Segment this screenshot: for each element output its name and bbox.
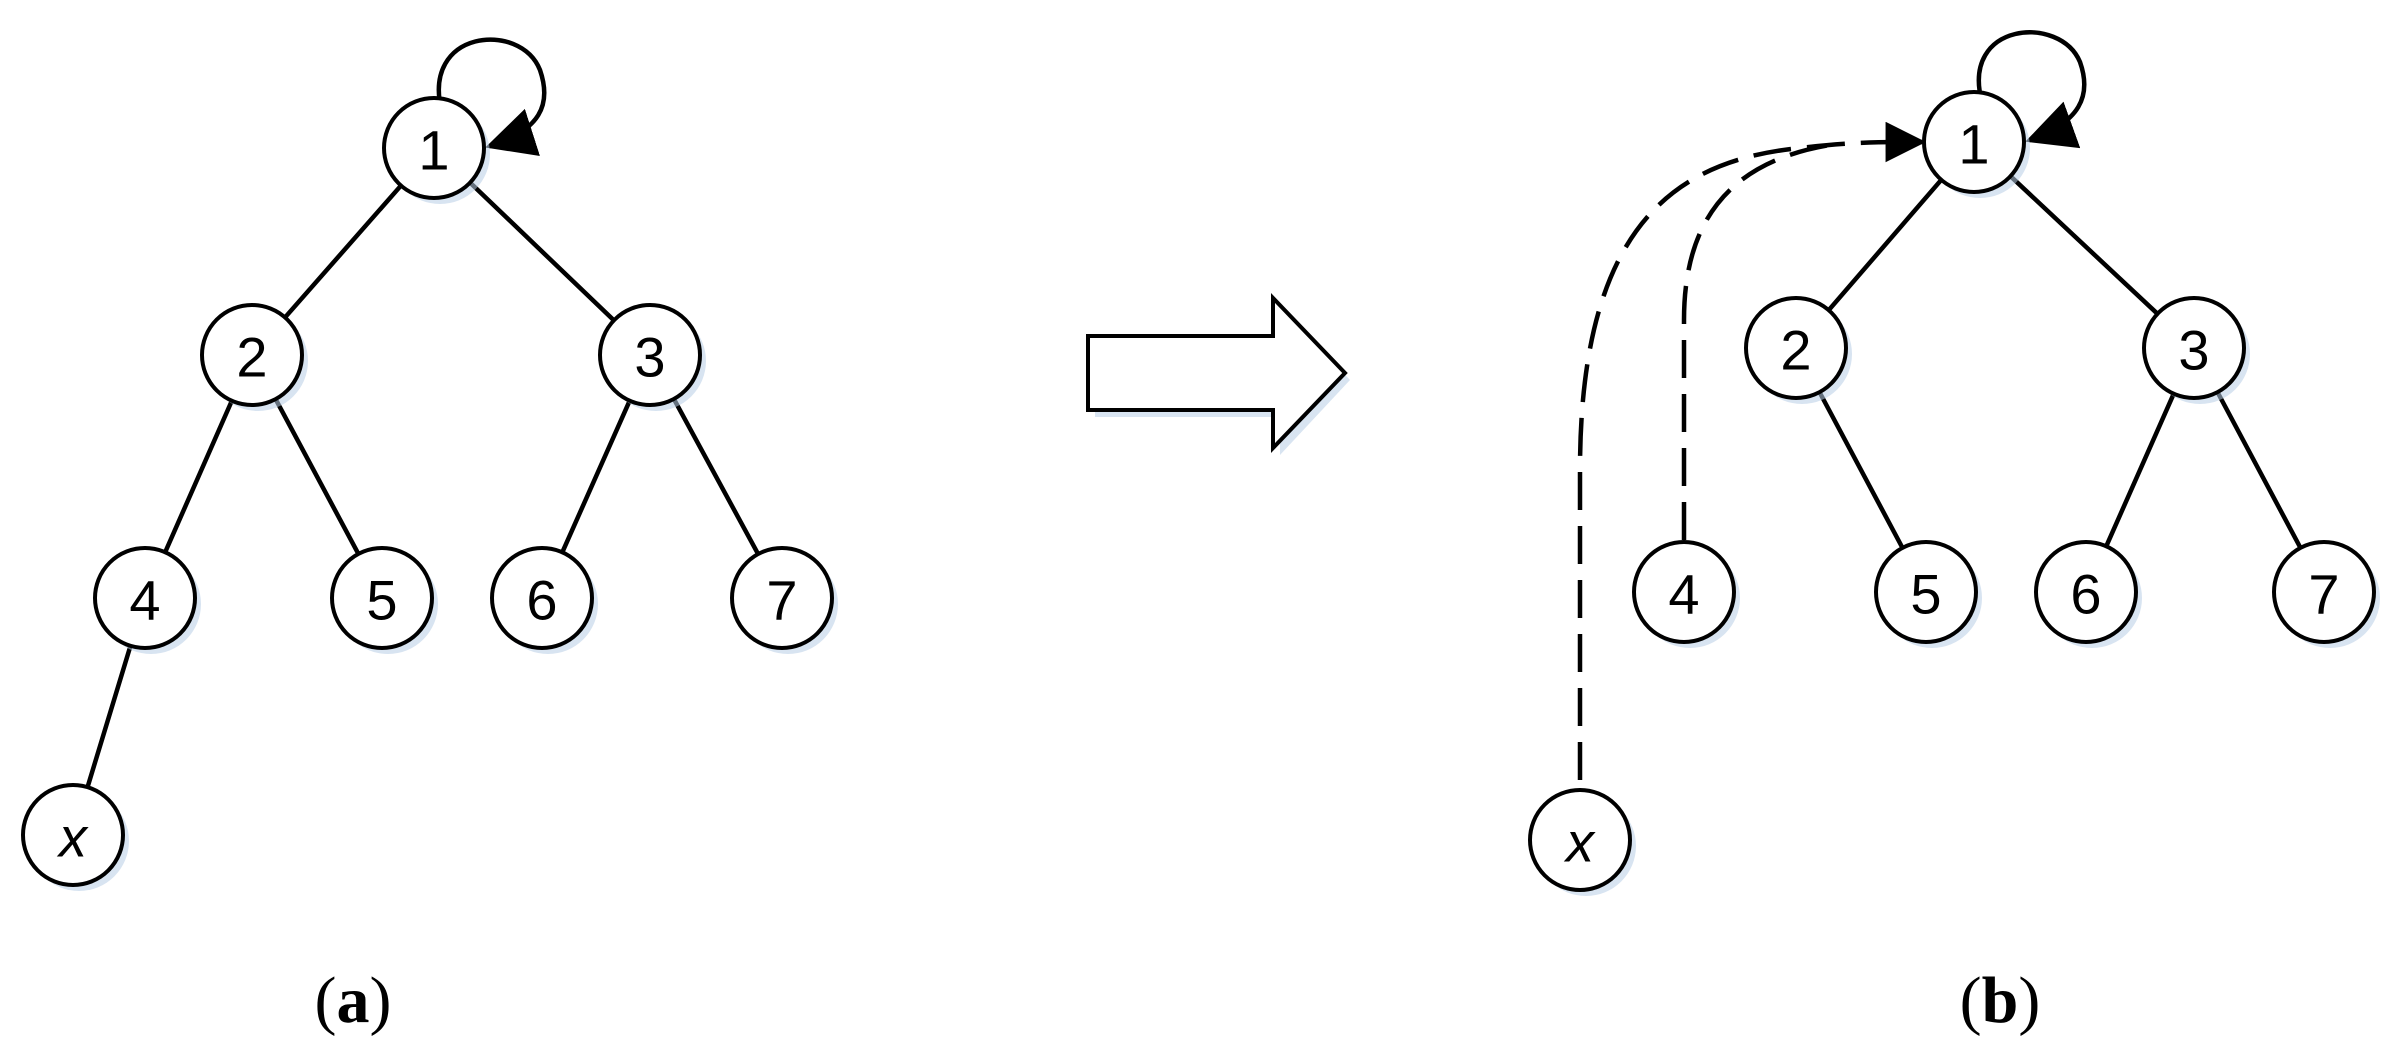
panel-a-edge-3-7	[671, 396, 761, 557]
panel-b-node-3-circle	[2142, 296, 2246, 400]
panel-b-node-6-circle	[2034, 540, 2138, 644]
panel-b-node-1-circle	[1922, 90, 2026, 194]
panel-a: 1 2 3 4 5 6 7 x (a)	[21, 37, 838, 1037]
panel-a-node-x-label: x	[56, 806, 89, 869]
panel-b-edge-1-3	[2008, 173, 2160, 317]
panel-a-nodes: 1 2 3 4 5 6 7 x	[21, 96, 838, 891]
panel-a-edges	[85, 180, 761, 790]
panel-b-node-6-label: 6	[2070, 563, 2101, 626]
panel-b-node-1-label: 1	[1958, 113, 1989, 176]
panel-b-node-2: 2	[1744, 296, 1852, 404]
panel-a-node-1-circle	[382, 96, 486, 200]
panel-b-edge-1-2	[1826, 177, 1944, 313]
dashed-arrow-x-to-1	[1577, 121, 1927, 780]
panel-a-caption: (a)	[315, 964, 392, 1037]
panel-a-node-2: 2	[200, 303, 308, 411]
panel-a-edge-2-4	[162, 398, 235, 555]
panel-b-node-x-circle	[1528, 788, 1632, 892]
panel-b-node-2-circle	[1744, 296, 1848, 400]
panel-b-node-1: 1	[1922, 90, 2030, 198]
panel-a-edge-1-3	[467, 180, 617, 323]
panel-a-node-x-circle	[21, 783, 125, 887]
panel-a-node-2-circle	[200, 303, 304, 407]
panel-b-node-4-circle	[1632, 540, 1736, 644]
panel-b-self-loop-arrow	[1976, 30, 2087, 149]
panel-a-node-1: 1	[382, 96, 490, 204]
panel-b-node-6: 6	[2034, 540, 2142, 648]
panel-a-node-6-circle	[490, 546, 594, 650]
panel-a-edge-1-2	[282, 183, 404, 320]
panel-a-node-5-label: 5	[366, 569, 397, 632]
panel-b-node-3: 3	[2142, 296, 2250, 404]
panel-a-node-5: 5	[330, 546, 438, 654]
panel-b-node-4-label: 4	[1668, 563, 1699, 626]
panel-b-node-x-label: x	[1563, 811, 1596, 874]
transition-arrow	[1086, 293, 1350, 455]
panel-a-node-3-circle	[598, 303, 702, 407]
panel-a-edge-2-5	[273, 396, 361, 557]
panel-b-edge-2-5	[1817, 389, 1905, 551]
panel-b-node-5: 5	[1874, 540, 1982, 648]
panel-a-node-4-label: 4	[129, 569, 160, 632]
dashed-arrow-4-to-1	[1681, 142, 1831, 540]
panel-a-self-loop-arrow	[436, 37, 547, 156]
panel-a-node-4: 4	[93, 546, 201, 654]
panel-a-edge-4-x	[85, 643, 133, 790]
panel-a-node-3: 3	[598, 303, 706, 411]
panel-b-nodes: 1 2 3 4 5 6 7 x	[1528, 90, 2380, 896]
panel-b-node-x: x	[1528, 788, 1636, 896]
panel-a-node-1-label: 1	[418, 119, 449, 182]
panel-b: 1 2 3 4 5 6 7 x (b)	[1528, 30, 2380, 1037]
panel-b-node-7-circle	[2272, 540, 2376, 644]
panel-b-node-5-circle	[1874, 540, 1978, 644]
panel-a-node-7: 7	[730, 546, 838, 654]
panel-a-node-3-label: 3	[634, 326, 665, 389]
panel-b-node-7: 7	[2272, 540, 2380, 648]
panel-a-node-5-circle	[330, 546, 434, 650]
panel-a-edge-3-6	[560, 398, 632, 555]
panel-a-node-x: x	[21, 783, 129, 891]
panel-a-node-7-circle	[730, 546, 834, 650]
panel-b-edge-3-6	[2103, 391, 2177, 549]
panel-b-caption: (b)	[1960, 964, 2041, 1037]
panel-a-node-6-label: 6	[526, 569, 557, 632]
panel-b-node-4: 4	[1632, 540, 1740, 648]
panel-a-node-6: 6	[490, 546, 598, 654]
panel-b-edges	[1817, 173, 2303, 551]
panel-b-node-3-label: 3	[2178, 319, 2209, 382]
panel-a-node-2-label: 2	[236, 326, 267, 389]
panel-a-node-4-circle	[93, 546, 197, 650]
panel-b-node-7-label: 7	[2308, 563, 2339, 626]
panel-a-node-7-label: 7	[766, 569, 797, 632]
panel-b-edge-3-7	[2215, 389, 2303, 551]
panel-b-node-5-label: 5	[1910, 563, 1941, 626]
panel-b-node-2-label: 2	[1780, 319, 1811, 382]
